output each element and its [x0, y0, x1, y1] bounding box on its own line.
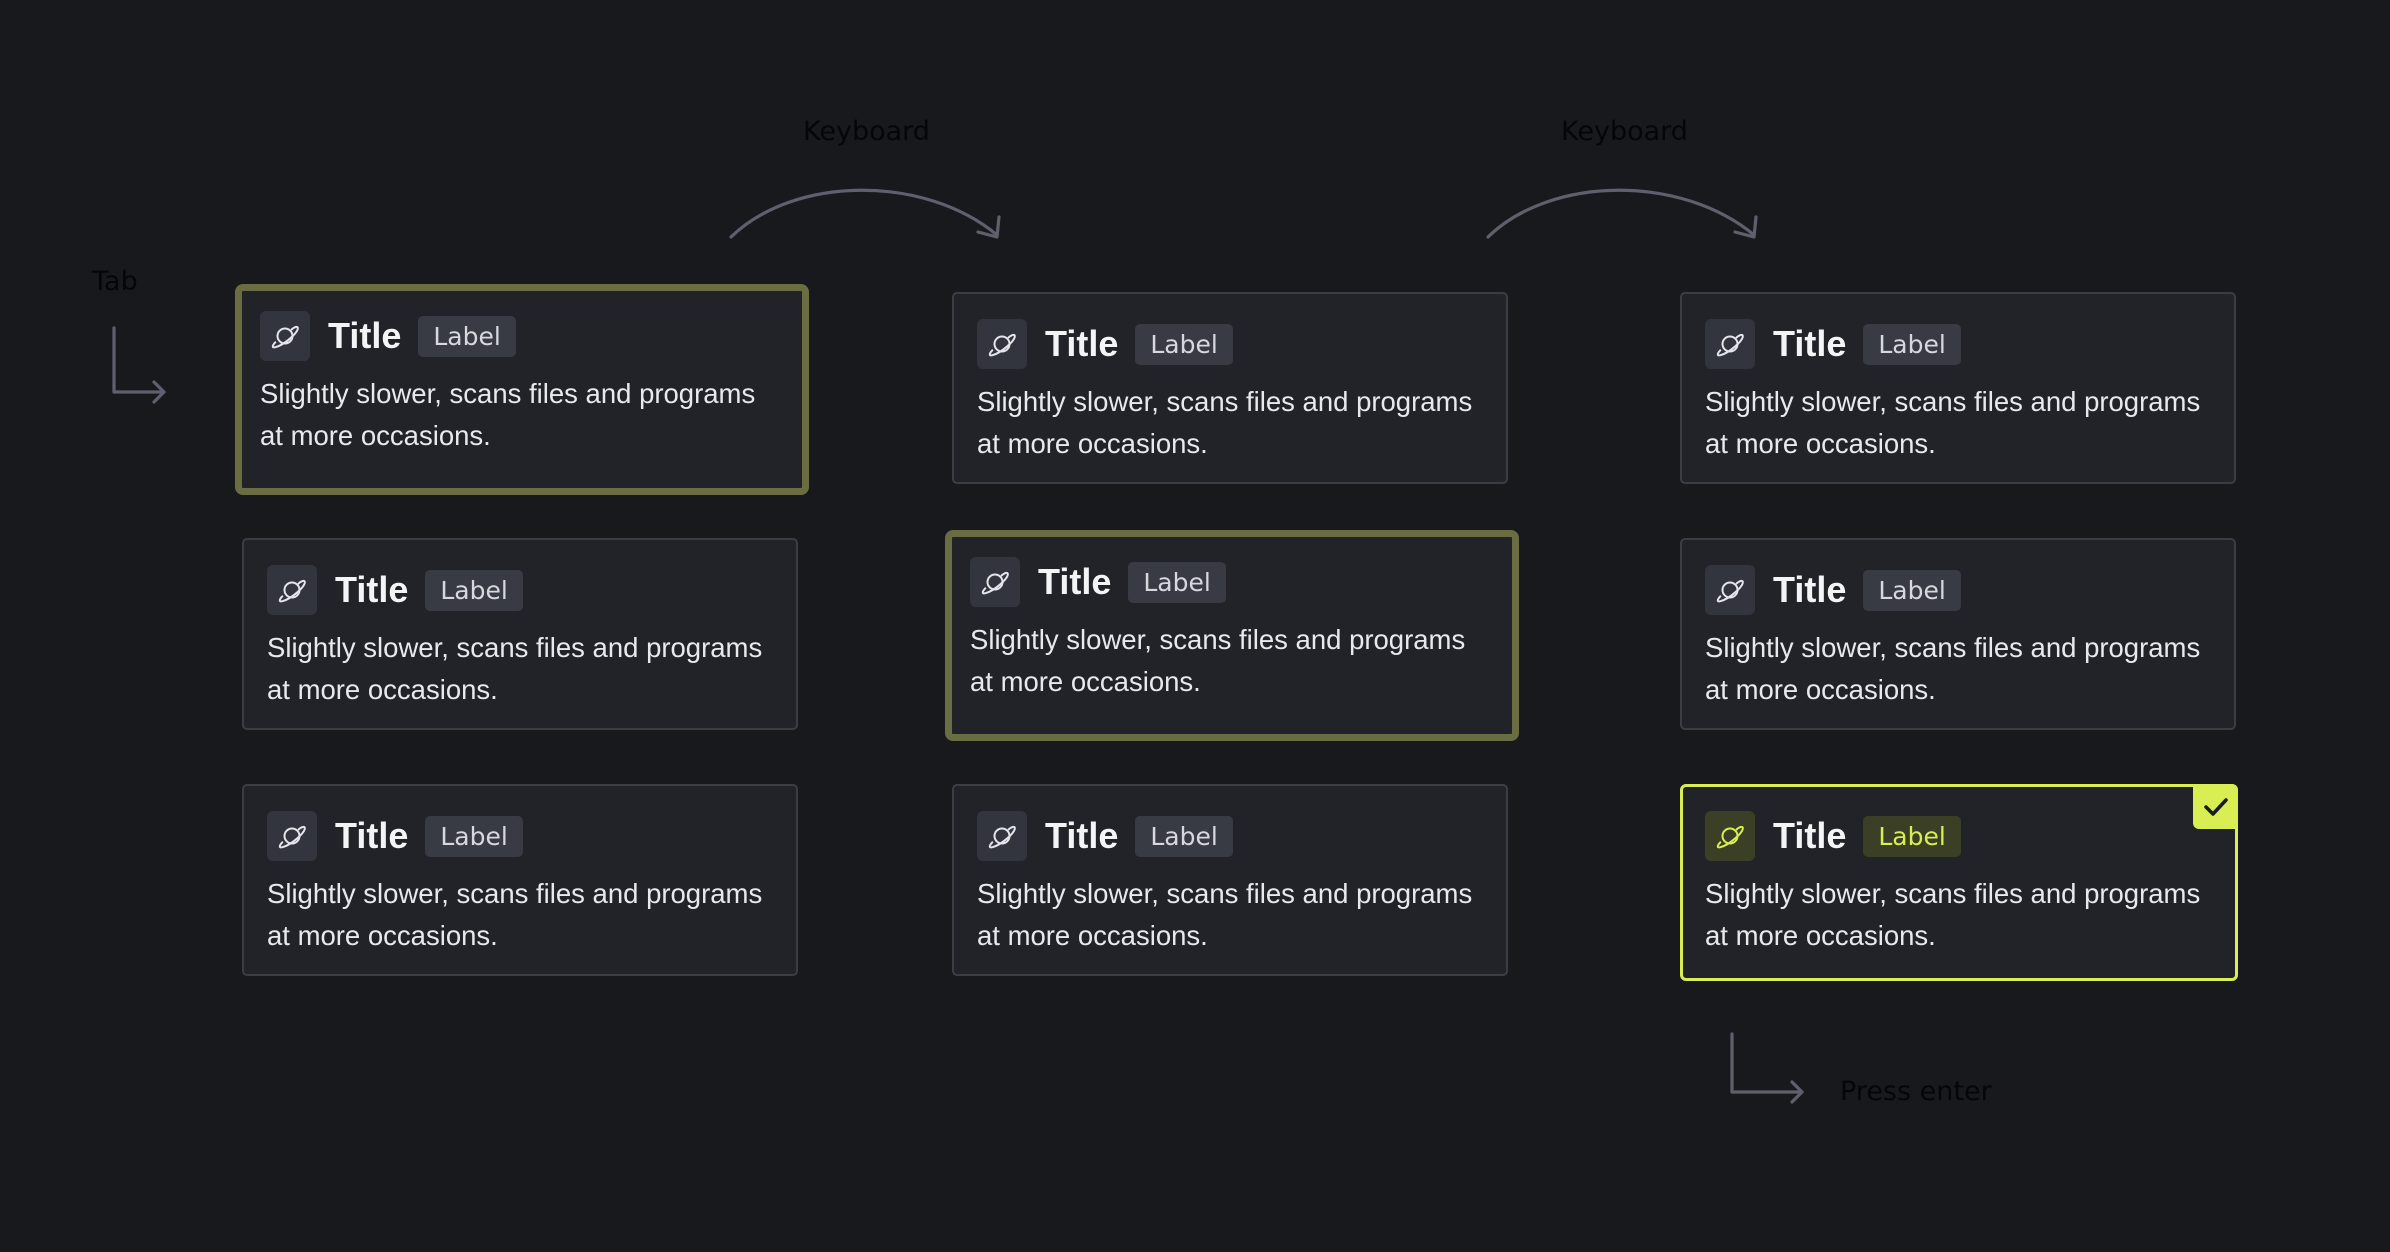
card-title: Title: [1773, 323, 1847, 364]
planet-icon: [267, 811, 317, 861]
card-description: Slightly slower, scans files and program…: [267, 878, 763, 951]
card-label-badge: Label: [425, 569, 523, 611]
planet-icon: [1705, 811, 1755, 861]
planet-icon: [1705, 319, 1755, 369]
planet-icon: [267, 565, 317, 615]
card-label-badge: Label: [425, 815, 523, 857]
option-card[interactable]: Title Label Slightly slower, scans files…: [952, 292, 1508, 484]
card-label-badge: Label: [1128, 561, 1226, 603]
option-card[interactable]: Title Label Slightly slower, scans files…: [952, 784, 1508, 976]
card-description: Slightly slower, scans files and program…: [970, 624, 1466, 697]
card-title: Title: [328, 315, 402, 356]
card-description: Slightly slower, scans files and program…: [1705, 878, 2201, 951]
option-card[interactable]: Title Label Slightly slower, scans files…: [1680, 538, 2236, 730]
keyboard-arrow-icon-2: [1486, 188, 1758, 239]
card-title: Title: [1038, 561, 1112, 602]
card-title: Title: [1773, 815, 1847, 856]
option-card[interactable]: Title Label Slightly slower, scans files…: [242, 784, 798, 976]
card-label-badge: Label: [418, 315, 516, 357]
planet-icon: [260, 311, 310, 361]
card-title: Title: [1773, 569, 1847, 610]
card-label-badge: Label: [1863, 815, 1961, 857]
card-description: Slightly slower, scans files and program…: [1705, 386, 2201, 459]
keyboard-annotation-1: Keyboard: [803, 116, 930, 147]
keyboard-annotation-2: Keyboard: [1561, 116, 1688, 147]
card-description: Slightly slower, scans files and program…: [977, 878, 1473, 951]
card-title: Title: [1045, 323, 1119, 364]
planet-icon: [1705, 565, 1755, 615]
planet-icon: [970, 557, 1020, 607]
press-enter-arrow-icon: [1730, 1032, 1804, 1104]
planet-icon: [977, 811, 1027, 861]
keyboard-arrow-icon-1: [729, 188, 1001, 239]
press-enter-annotation: Press enter: [1840, 1076, 1992, 1107]
card-description: Slightly slower, scans files and program…: [977, 386, 1473, 459]
option-card[interactable]: Title Label Slightly slower, scans files…: [242, 538, 798, 730]
tab-arrow-icon: [112, 326, 166, 404]
card-description: Slightly slower, scans files and program…: [267, 632, 763, 705]
card-label-badge: Label: [1135, 323, 1233, 365]
option-card[interactable]: Title Label Slightly slower, scans files…: [1680, 292, 2236, 484]
card-title: Title: [335, 815, 409, 856]
option-card[interactable]: Title Label Slightly slower, scans files…: [945, 530, 1519, 741]
tab-annotation: Tab: [92, 266, 138, 297]
card-label-badge: Label: [1863, 323, 1961, 365]
card-description: Slightly slower, scans files and program…: [1705, 632, 2201, 705]
card-label-badge: Label: [1135, 815, 1233, 857]
option-card-selected[interactable]: Title Label Slightly slower, scans files…: [1680, 784, 2238, 981]
card-description: Slightly slower, scans files and program…: [260, 378, 756, 451]
planet-icon: [977, 319, 1027, 369]
card-label-badge: Label: [1863, 569, 1961, 611]
checkmark-icon: [2193, 784, 2238, 829]
option-card[interactable]: Title Label Slightly slower, scans files…: [235, 284, 809, 495]
card-title: Title: [335, 569, 409, 610]
card-title: Title: [1045, 815, 1119, 856]
